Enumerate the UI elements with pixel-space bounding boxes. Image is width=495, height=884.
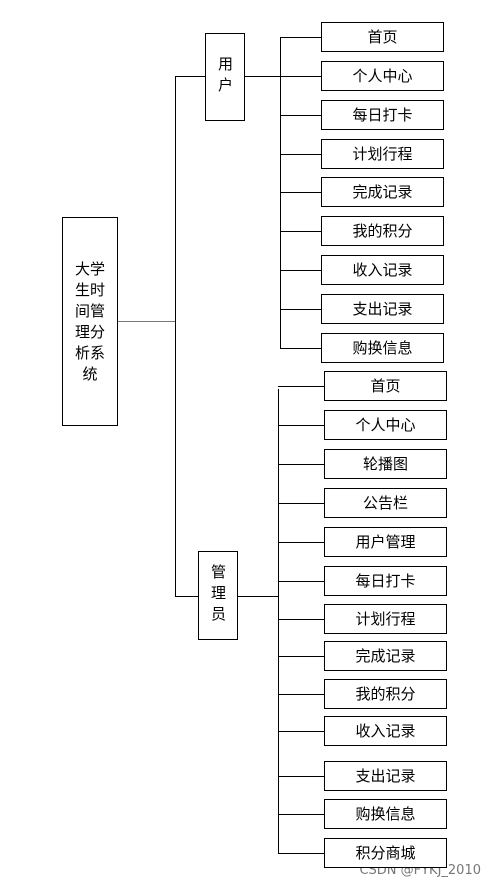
- root-node-label: 大学生时间管理分析系统: [74, 259, 105, 383]
- admin-item-label: 购换信息: [355, 805, 416, 823]
- admin-item-connector: [278, 464, 324, 465]
- root-node: 大学生时间管理分析系统: [62, 217, 118, 426]
- main-trunk-line: [175, 76, 176, 596]
- user-item-connector: [280, 115, 321, 116]
- admin-item-label: 轮播图: [362, 455, 408, 473]
- user-item-label: 首页: [367, 28, 398, 46]
- admin-item-connector: [278, 503, 324, 504]
- admin-item-label: 积分商城: [355, 844, 416, 862]
- admin-item-node: 计划行程: [324, 604, 447, 634]
- admin-item-connector: [278, 694, 324, 695]
- admin-item-node: 个人中心: [324, 410, 447, 440]
- user-item-node: 收入记录: [321, 255, 444, 285]
- admin-item-label: 我的积分: [355, 685, 416, 703]
- user-item-connector: [280, 37, 321, 38]
- admin-item-connector: [278, 425, 324, 426]
- user-item-label: 购换信息: [352, 339, 413, 357]
- user-node: 用户: [205, 33, 245, 121]
- user-item-label: 每日打卡: [352, 106, 413, 124]
- admin-item-connector: [278, 581, 324, 582]
- admin-item-node: 每日打卡: [324, 566, 447, 596]
- admin-item-node: 支出记录: [324, 761, 447, 791]
- admin-children-trunk: [278, 389, 279, 853]
- admin-item-node: 购换信息: [324, 799, 447, 829]
- admin-item-node: 首页: [324, 371, 447, 401]
- user-item-label: 支出记录: [352, 300, 413, 318]
- user-item-node: 首页: [321, 22, 444, 52]
- user-item-node: 完成记录: [321, 177, 444, 207]
- admin-node-label: 管理员: [209, 564, 227, 627]
- user-node-label: 用户: [216, 56, 234, 98]
- user-item-connector: [280, 154, 321, 155]
- admin-item-connector: [278, 814, 324, 815]
- user-item-label: 收入记录: [352, 261, 413, 279]
- admin-item-node: 轮播图: [324, 449, 447, 479]
- user-branch-line: [175, 76, 205, 77]
- user-item-connector: [280, 192, 321, 193]
- user-item-node: 我的积分: [321, 216, 444, 246]
- user-item-node: 每日打卡: [321, 100, 444, 130]
- user-item-connector: [280, 270, 321, 271]
- admin-node: 管理员: [198, 551, 238, 640]
- admin-item-label: 计划行程: [355, 610, 416, 628]
- admin-item-label: 支出记录: [355, 767, 416, 785]
- admin-node-connector: [238, 596, 278, 597]
- user-item-connector: [280, 76, 321, 77]
- admin-item-connector: [278, 656, 324, 657]
- user-item-connector: [280, 309, 321, 310]
- admin-item-connector: [278, 619, 324, 620]
- admin-item-node: 积分商城: [324, 838, 447, 868]
- root-connector-line: [118, 321, 175, 322]
- user-node-connector: [245, 76, 280, 77]
- user-item-connector: [280, 231, 321, 232]
- admin-item-node: 完成记录: [324, 641, 447, 671]
- admin-item-label: 首页: [370, 377, 401, 395]
- admin-item-node: 我的积分: [324, 679, 447, 709]
- user-item-label: 个人中心: [352, 67, 413, 85]
- user-item-label: 我的积分: [352, 222, 413, 240]
- admin-item-connector: [278, 542, 324, 543]
- admin-item-label: 公告栏: [362, 494, 408, 512]
- user-item-node: 计划行程: [321, 139, 444, 169]
- admin-branch-line: [175, 596, 198, 597]
- user-item-label: 完成记录: [352, 183, 413, 201]
- admin-item-connector: [278, 731, 324, 732]
- admin-item-label: 个人中心: [355, 416, 416, 434]
- user-item-label: 计划行程: [352, 145, 413, 163]
- admin-item-node: 公告栏: [324, 488, 447, 518]
- user-item-node: 个人中心: [321, 61, 444, 91]
- admin-item-node: 收入记录: [324, 716, 447, 746]
- admin-item-label: 用户管理: [355, 533, 416, 551]
- admin-item-connector: [278, 386, 324, 387]
- admin-item-node: 用户管理: [324, 527, 447, 557]
- admin-item-label: 完成记录: [355, 647, 416, 665]
- admin-item-label: 收入记录: [355, 722, 416, 740]
- user-item-node: 支出记录: [321, 294, 444, 324]
- admin-item-connector: [278, 776, 324, 777]
- admin-item-label: 每日打卡: [355, 572, 416, 590]
- user-item-connector: [280, 348, 321, 349]
- admin-item-connector: [278, 853, 324, 854]
- user-item-node: 购换信息: [321, 333, 444, 363]
